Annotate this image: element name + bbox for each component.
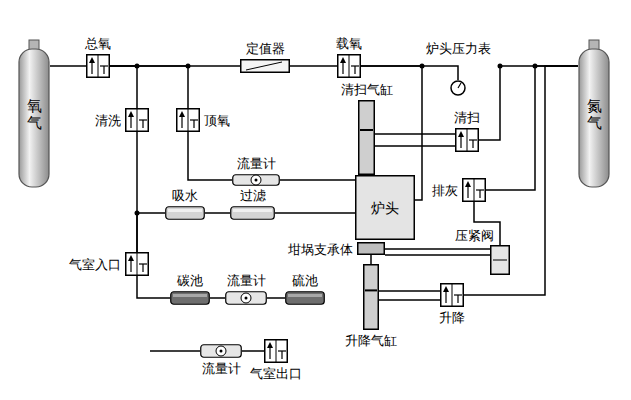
gas-cylinder: 氧气	[18, 40, 50, 188]
node-label: 硫池	[292, 273, 318, 288]
air-cylinder: 清扫气缸	[358, 100, 375, 175]
valve-symbol-shape	[176, 108, 200, 132]
valve-symbol-shape	[337, 54, 361, 78]
filter-tube-shape	[165, 206, 205, 220]
valve-symbol: 清洗	[125, 108, 149, 132]
flow-meter: 流量计	[232, 174, 280, 186]
connectors	[50, 66, 578, 351]
pipe-line	[375, 145, 455, 147]
node-label: 炉头压力表	[426, 41, 491, 56]
pipe-line	[280, 179, 355, 181]
node-label: 清扫气缸	[341, 82, 393, 97]
valve-symbol-shape	[125, 252, 149, 276]
pressure-gauge: 炉头压力表	[450, 80, 466, 96]
air-cylinder: 升降气缸	[363, 264, 379, 330]
pipe-line	[137, 276, 170, 298]
filter-tube-shape	[230, 206, 275, 220]
valve-symbol: 总氧	[86, 54, 110, 78]
node-label: 清扫	[454, 110, 480, 125]
clamp-valve: 压紧阀	[490, 245, 510, 275]
node-label: 氮气	[587, 98, 602, 131]
filter-tube: 吸水	[165, 206, 205, 220]
pipe-line	[385, 254, 490, 256]
node-label: 排灰	[432, 183, 458, 198]
absorption-cell: 硫池	[285, 291, 325, 305]
node-label: 顶氧	[204, 113, 230, 128]
pipe-line	[370, 255, 372, 264]
clamp-valve-shape	[490, 245, 510, 275]
pipe-line	[210, 297, 225, 299]
node-label: 载氧	[336, 36, 362, 51]
furnace-head: 炉头	[355, 175, 415, 240]
crucible-support-shape	[357, 242, 385, 255]
flow-meter-shape	[232, 174, 280, 186]
node-label: 升降气缸	[345, 333, 397, 348]
node-label: 流量计	[227, 273, 266, 288]
flow-meter: 流量计	[225, 291, 267, 305]
flow-meter-shape	[225, 291, 267, 305]
absorption-cell-shape	[170, 291, 210, 305]
node-label: 炉头	[371, 200, 399, 215]
node-label: 过滤	[240, 188, 266, 203]
flow-meter-shape	[200, 344, 242, 358]
node-label: 气室入口	[69, 257, 121, 272]
valve-symbol-shape	[125, 108, 149, 132]
node-label: 吸水	[172, 188, 198, 203]
node-label: 升降	[439, 310, 465, 325]
valve-symbol-shape	[462, 178, 486, 202]
valve-symbol: 顶氧	[176, 108, 200, 132]
node-label: 流量计	[237, 156, 276, 171]
pressure-gauge-shape	[450, 80, 466, 96]
pipe-line	[290, 65, 337, 67]
node-label: 定值器	[246, 41, 285, 56]
gas-cylinder: 氮气	[578, 40, 610, 188]
pipe-line	[137, 213, 165, 252]
air-cylinder-shape	[358, 100, 375, 175]
pressure-regulator: 定值器	[240, 59, 290, 73]
pipe-line	[150, 350, 200, 352]
pressure-regulator-shape	[240, 59, 290, 73]
valve-symbol: 气室出口	[264, 339, 288, 363]
pipe-line	[188, 132, 232, 180]
pipe-line	[205, 212, 230, 214]
node-label: 气室出口	[250, 366, 302, 381]
pipe-line	[50, 65, 86, 67]
valve-symbol: 排灰	[462, 178, 486, 202]
absorption-cell: 碳池	[170, 291, 210, 305]
pipe-line	[242, 350, 264, 352]
pipe-line	[110, 66, 188, 108]
valve-symbol-shape	[86, 54, 110, 78]
pipe-line	[379, 299, 440, 301]
pipe-line	[361, 66, 458, 80]
valve-symbol-shape	[264, 339, 288, 363]
pipe-line	[486, 66, 578, 190]
absorption-cell-shape	[285, 291, 325, 305]
valve-symbol: 载氧	[337, 54, 361, 78]
valve-symbol-shape	[440, 283, 464, 307]
pipe-line	[275, 212, 355, 214]
pipe-line	[479, 66, 578, 140]
node-label: 清洗	[95, 113, 121, 128]
node-label: 碳池	[177, 273, 203, 288]
pipe-line	[267, 297, 285, 299]
valve-symbol: 气室入口	[125, 252, 149, 276]
pipe-line	[136, 132, 138, 252]
node-label: 坩埚支承体	[288, 241, 353, 256]
valve-symbol-shape	[455, 128, 479, 152]
filter-tube: 过滤	[230, 206, 275, 220]
flow-meter: 流量计	[200, 344, 242, 358]
pipe-line	[379, 290, 440, 292]
pipe-line	[375, 133, 455, 135]
air-cylinder-shape	[363, 264, 379, 330]
node-label: 总氧	[85, 36, 111, 51]
valve-symbol: 清扫	[455, 128, 479, 152]
valve-symbol: 升降	[440, 283, 464, 307]
crucible-support: 坩埚支承体	[357, 242, 385, 255]
pipe-line	[110, 66, 137, 108]
pipe-line	[385, 248, 490, 250]
node-label: 氧气	[27, 98, 42, 131]
node-label: 流量计	[202, 361, 241, 376]
node-label: 压紧阀	[455, 228, 494, 243]
